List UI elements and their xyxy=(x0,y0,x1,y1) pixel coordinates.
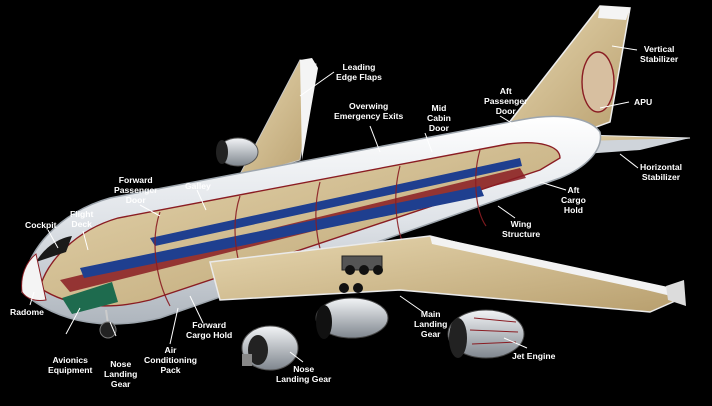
far-wing xyxy=(216,58,318,179)
label-mid-cabin-door: Mid Cabin Door xyxy=(427,103,451,133)
label-vertical-stabilizer: Vertical Stabilizer xyxy=(640,44,679,64)
label-apu: APU xyxy=(634,97,653,107)
label-wing-structure: Wing Structure xyxy=(502,219,541,239)
label-cockpit: Cockpit xyxy=(25,220,57,230)
label-flight-deck: Flight Deck xyxy=(70,209,94,229)
label-aft-passenger-door: Aft Passenger Door xyxy=(484,86,528,116)
label-avionics-equipment: Avionics Equipment xyxy=(48,355,93,375)
label-aft-cargo-hold: Aft Cargo Hold xyxy=(561,185,586,215)
nose-landing-gear-detail-shape xyxy=(241,325,299,371)
label-overwing-emergency-exits: Overwing Emergency Exits xyxy=(334,101,404,121)
label-radome: Radome xyxy=(10,307,44,317)
near-wing xyxy=(209,235,686,313)
engine-outboard-cutaway xyxy=(447,309,525,359)
label-leading-edge-flaps: Leading Edge Flaps xyxy=(336,62,382,82)
engine-inboard xyxy=(315,297,389,339)
main-landing-gear-shape xyxy=(339,255,383,293)
label-galley: Galley xyxy=(185,181,211,191)
label-jet-engine: Jet Engine xyxy=(512,351,556,361)
fuselage xyxy=(21,115,602,325)
label-nose-landing-gear-detail: Nose Landing Gear xyxy=(276,364,332,384)
leader-lines xyxy=(29,45,639,363)
label-horizontal-stabilizer: Horizontal Stabilizer xyxy=(640,162,683,182)
label-air-conditioning-pack: Air Conditioning Pack xyxy=(144,345,197,375)
label-forward-passenger-door: Forward Passenger Door xyxy=(114,175,158,205)
label-main-landing-gear: Main Landing Gear xyxy=(414,309,448,339)
label-nose-landing-gear: Nose Landing Gear xyxy=(104,359,138,389)
label-forward-cargo-hold: Forward Cargo Hold xyxy=(186,320,233,340)
